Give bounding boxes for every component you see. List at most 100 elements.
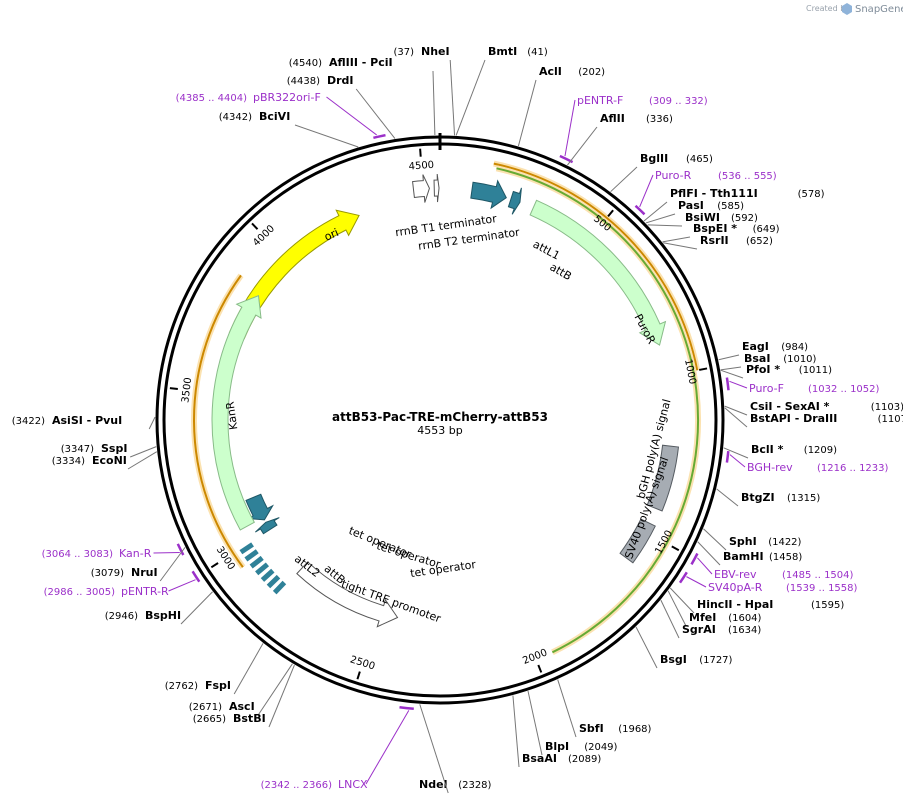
site-leader [567,126,598,166]
tick-label: 4500 [408,160,434,173]
site-name: BspHI [145,609,181,622]
tet-operator-box [239,542,254,555]
primer-range: (1539 .. 1558) [786,583,858,594]
site-name: NdeI [419,778,448,791]
site-leader [432,70,436,136]
feature-shape [646,444,680,512]
site-name: BtgZI [741,491,775,504]
site-name: BsgI [660,653,687,666]
primer-pentr-r: pENTR-R(2986 .. 3005) [44,579,196,598]
site-name: BlpI [545,740,569,753]
site-position: (1968) [618,724,651,735]
primer-range: (2986 .. 3005) [44,587,116,598]
primer-ebv-rev: EBV-rev(1485 .. 1504) [697,557,854,581]
site-position: (2762) [165,681,198,692]
site-name: SphI [729,535,757,548]
feature-shape [245,493,275,521]
primer-range: (1485 .. 1504) [782,570,854,581]
site-leader [159,547,186,582]
primer-name: BGH-rev [747,461,793,474]
tick-mark [699,367,708,371]
tet-operator-box [272,580,287,595]
primer-name: LNCX [338,778,368,791]
feature-shape [296,561,399,628]
plasmid-name: attB53-Pac-TRE-mCherry-attB53 [332,410,548,424]
feature-shape [619,518,656,564]
site-csii: CsiI - SexAI *(1103) [724,400,903,416]
site-name: EcoNI [92,454,127,467]
primer-name: Puro-F [749,382,784,395]
snapgene-brand: SnapGene [855,4,903,15]
site-leader [667,590,687,627]
site-asci: AscI(2671) [189,663,293,716]
site-leader [643,201,668,222]
feature-shape [470,179,507,210]
site-acli: AclI(202) [517,65,605,147]
site-leader [148,416,156,430]
site-name: AflIII - PciI [329,56,393,69]
site-leader [180,591,213,625]
site-position: (1727) [699,655,732,666]
site-leader [724,407,748,428]
site-position: (649) [753,224,780,235]
primer-leader [153,551,180,554]
site-pfoi: PfoI *(1011) [720,363,832,379]
orf-layer [191,160,702,655]
site-position: (1011) [799,365,832,376]
site-position: (2089) [568,754,601,765]
site-bstbi: BstBI(2665) [193,664,295,728]
site-leader [610,166,638,193]
site-position: (1634) [728,625,761,636]
primer-leader [639,174,654,208]
site-pasi: PasI(585) [645,199,744,224]
site-ndei: NdeI(2328) [419,704,492,794]
site-btgzi: BtgZI(1315) [716,488,820,507]
site-position: (1604) [728,613,761,624]
site-name: BmtI [488,45,517,58]
tet-operator-box [255,562,270,576]
site-leader [233,643,264,695]
primer-name: SV40pA-R [708,581,763,594]
snapgene-logo-icon [842,3,852,15]
site-leader [647,224,683,227]
primer-range: (1216 .. 1233) [817,463,889,474]
site-position: (1595) [811,600,844,611]
site-bamhi: BamHI(1458) [697,541,802,566]
feature-tight-tre-promoter [296,561,399,628]
primer-leader [697,557,713,575]
site-name: MfeI [689,611,716,624]
site-bcivi: BciVI(4342) [219,110,359,148]
primer-lncx: LNCX(2342 .. 2366) [261,710,410,791]
feature-puror [529,199,667,346]
tick-label: 2500 [349,654,377,672]
site-name: BsaAI [522,752,557,765]
feature-attl1 [470,179,507,210]
site-leader [718,354,740,361]
site-asisi: AsiSI - PvuI(3422) [12,414,156,430]
site-position: (1010) [783,354,816,365]
site-position: (578) [798,189,825,200]
site-position: (652) [746,236,773,247]
site-bstapi: BstAPI - DraIII(1107) [724,407,903,428]
site-position: (465) [686,154,713,165]
primer-bgh-rev: BGH-rev (1216 .. 1233) [729,454,889,474]
feature-shape [507,187,522,215]
primer-leader [168,579,196,592]
site-afliii: AflIII - PciI(4540) [289,56,436,136]
site-leader [660,599,680,639]
primer-mark [634,204,646,216]
site-leader [527,690,543,756]
feature-shape [433,173,440,203]
site-rsrii: RsrII(652) [663,234,773,250]
site-name: AsiSI - PvuI [52,414,122,427]
tick-mark [356,671,361,680]
site-leader [257,663,293,716]
primer-layer: pENTR-F(309 .. 332)Puro-R(536 .. 555)Pur… [42,91,889,791]
site-position: (2665) [193,714,226,725]
feature-shape [255,517,280,535]
site-leader [130,446,157,458]
feature-shape [412,174,430,203]
tick-mark [169,387,178,391]
primer-leader [686,576,707,588]
